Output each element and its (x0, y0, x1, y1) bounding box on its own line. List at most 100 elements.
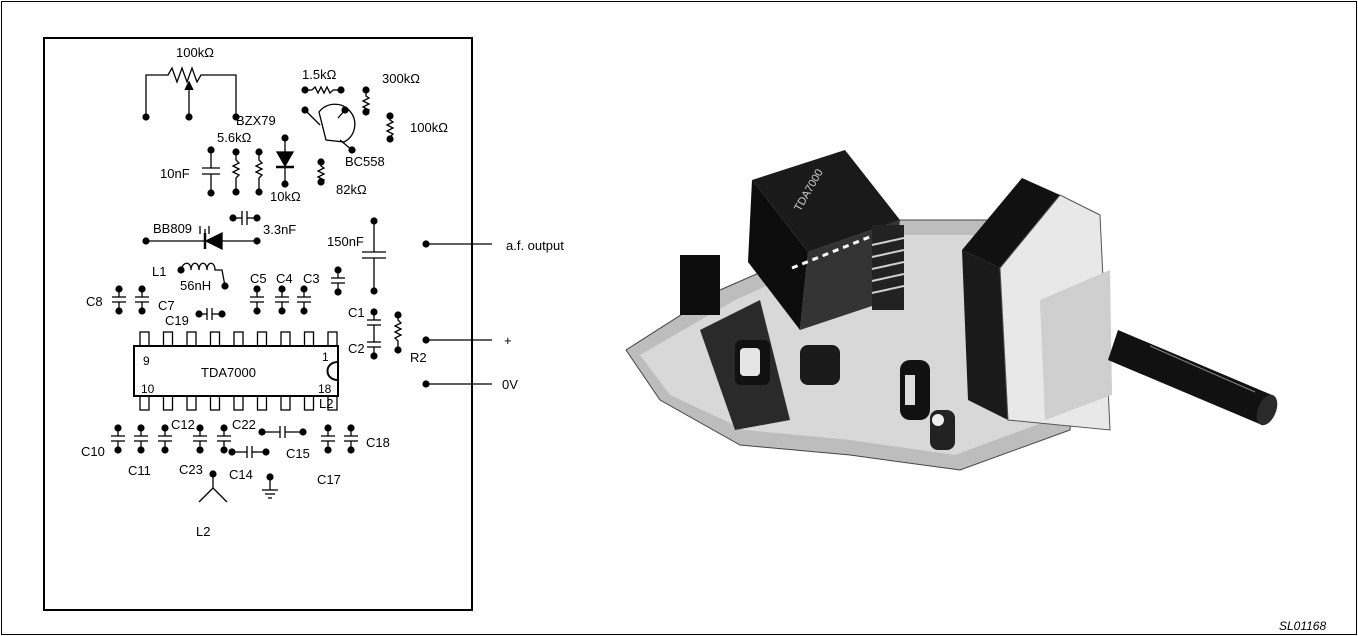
label-c23: C23 (179, 462, 203, 477)
label-c2: C2 (348, 341, 365, 356)
ic-pin-top (303, 331, 315, 347)
ic-name: TDA7000 (201, 365, 256, 380)
solder-pad (220, 446, 228, 454)
label-c22: C22 (232, 417, 256, 432)
capacitor-10n (202, 150, 220, 193)
solder-pad (370, 308, 378, 316)
ic-pin-1: 1 (322, 350, 329, 364)
label-l2-ic: L2 (319, 396, 333, 411)
solder-pad (347, 446, 355, 454)
label-bb809: BB809 (153, 221, 192, 236)
label-c4: C4 (276, 271, 293, 286)
label-c5: C5 (250, 271, 267, 286)
solder-pad (196, 446, 204, 454)
label-r2: R2 (410, 350, 427, 365)
label-150nf: 150nF (327, 234, 364, 249)
capacitor-3n3 (233, 211, 257, 225)
label-82k: 82kΩ (336, 182, 367, 197)
ic-pin-9: 9 (143, 354, 150, 368)
solder-pad (137, 446, 145, 454)
solder-pad (317, 158, 325, 166)
ic-pin-bottom (209, 395, 221, 411)
label-bzx79: BZX79 (236, 113, 276, 128)
label-100k: 100kΩ (410, 120, 448, 135)
label-0v: 0V (502, 377, 518, 392)
solder-pad (138, 307, 146, 315)
solder-pad (278, 285, 286, 293)
solder-pad (347, 424, 355, 432)
solder-pad (195, 310, 203, 318)
ic-pin-top (186, 331, 197, 347)
ic-pin-bottom (303, 395, 315, 411)
label-c12: C12 (171, 417, 195, 432)
solder-pad (281, 180, 289, 188)
solder-pad (177, 266, 185, 274)
ic-pin-bottom (256, 395, 268, 411)
label-1k5: 1.5kΩ (302, 67, 337, 82)
solder-pad (262, 448, 270, 456)
solder-pad (253, 214, 261, 222)
potentiometer (145, 66, 237, 117)
label-pot-100k: 100kΩ (176, 45, 214, 60)
solder-pad (253, 285, 261, 293)
solder-pad (221, 282, 229, 290)
label-bc558: BC558 (345, 154, 385, 169)
solder-pad (341, 106, 349, 114)
solder-pad (185, 113, 193, 121)
ic-pin-bottom (186, 395, 197, 411)
solder-pad (161, 446, 169, 454)
solder-pad (207, 189, 215, 197)
solder-pad (229, 214, 237, 222)
solder-pad (334, 288, 342, 296)
solder-pad (228, 448, 236, 456)
antenna-l2 (198, 474, 228, 503)
resistor-5k6-a (231, 152, 241, 192)
label-56nh: 56nH (180, 278, 211, 293)
resistor-5k6-b (254, 152, 264, 192)
ic-pin-top (327, 331, 338, 347)
inductor-l1 (180, 262, 226, 287)
label-10nf: 10nF (160, 166, 190, 181)
solder-pad (370, 287, 378, 295)
solder-pad (281, 134, 289, 142)
solder-pad (386, 112, 394, 120)
solder-pad (258, 428, 266, 436)
label-10k: 10kΩ (270, 189, 301, 204)
solder-pad (142, 113, 150, 121)
solder-pad (362, 108, 370, 116)
solder-pad (220, 424, 228, 432)
solder-pad (161, 424, 169, 432)
solder-pad (232, 148, 240, 156)
solder-pad (422, 240, 430, 248)
solder-pad (253, 307, 261, 315)
solder-pad (253, 237, 261, 245)
solder-pad (207, 146, 215, 154)
photo-ic-top (752, 150, 900, 252)
solder-pad (299, 428, 307, 436)
label-c15: C15 (286, 446, 310, 461)
zener-diode (275, 138, 295, 184)
solder-pad (370, 352, 378, 360)
solder-pad (232, 188, 240, 196)
solder-pad (394, 311, 402, 319)
solder-pad (324, 424, 332, 432)
label-3n3: 3.3nF (263, 222, 296, 237)
solder-pad (348, 146, 356, 154)
photo-pot-top (962, 178, 1060, 268)
ground-symbol (262, 477, 278, 499)
solder-pad (255, 188, 263, 196)
label-c8: C8 (86, 294, 103, 309)
assembled-board-photo: TDA7000 (625, 150, 1278, 471)
capacitor-c22 (262, 426, 303, 438)
solder-pad (278, 307, 286, 315)
ic-pin-bottom (280, 395, 291, 411)
label-plus: + (504, 333, 512, 348)
solder-pad (266, 473, 274, 481)
solder-pad (142, 237, 150, 245)
capacitor-c14 (232, 446, 266, 458)
solder-pad (422, 380, 430, 388)
solder-pad (334, 266, 342, 274)
solder-pad (362, 86, 370, 94)
